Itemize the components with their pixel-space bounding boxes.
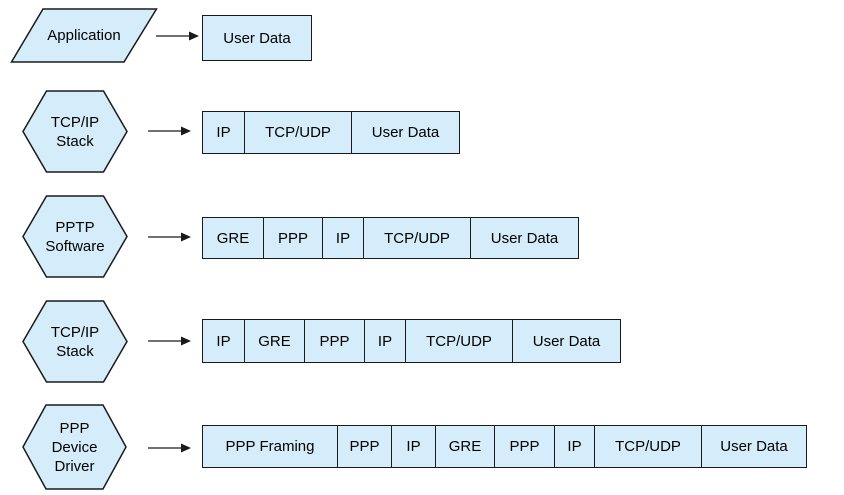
stage-label-tcpip-stack-2: TCP/IP Stack [22,300,128,383]
right-arrow-icon [148,126,191,136]
packet-strip-tcpip-1: IP TCP/UDP User Data [202,111,460,154]
packet-cell: PPP Framing [203,426,337,467]
pptp-software-hexagon-shape [22,195,128,278]
packet-cell: IP [322,218,363,258]
stage-label-line: Stack [56,132,94,150]
packet-cell: TCP/UDP [363,218,470,258]
packet-cell: User Data [701,426,806,467]
stage-label-line: Software [45,237,105,255]
stage-label-application: Application [10,8,158,63]
stage-label-line: PPTP [55,218,95,236]
packet-cell: TCP/UDP [244,112,351,153]
stage-label-line: Driver [54,457,95,475]
packet-cell: IP [203,320,244,362]
packet-cell: IP [391,426,435,467]
application-parallelogram-shape [10,8,158,63]
packet-cell: TCP/UDP [405,320,512,362]
right-arrow-icon [156,31,199,41]
tcpip-stack-hexagon-shape [22,90,128,173]
packet-cell: User Data [203,16,311,60]
packet-cell: GRE [435,426,494,467]
packet-strip-ppp-driver: PPP Framing PPP IP GRE PPP IP TCP/UDP Us… [202,425,807,468]
packet-cell: TCP/UDP [594,426,701,467]
stage-label-line: TCP/IP [50,323,100,341]
stage-label-line: Stack [56,342,94,360]
packet-cell: PPP [304,320,364,362]
packet-strip-pptp: GRE PPP IP TCP/UDP User Data [202,217,579,259]
stage-label-ppp-device-driver: PPP Device Driver [22,404,127,490]
packet-cell: PPP [263,218,322,258]
right-arrow-icon [148,443,191,453]
stage-label-pptp-software: PPTP Software [22,195,128,278]
packet-cell: PPP [494,426,554,467]
packet-strip-application: User Data [202,15,312,61]
packet-cell: IP [554,426,594,467]
stage-label-line: TCP/IP [50,113,100,131]
packet-cell: User Data [470,218,578,258]
tcpip-stack-hexagon-shape [22,300,128,383]
stage-label-tcpip-stack-1: TCP/IP Stack [22,90,128,173]
packet-cell: PPP [337,426,391,467]
stage-label-line: Application [47,27,121,44]
packet-cell: GRE [203,218,263,258]
stage-label-line: PPP [59,419,90,437]
packet-cell: User Data [351,112,459,153]
stage-label-line: Device [51,438,98,456]
packet-cell: User Data [512,320,620,362]
ppp-device-driver-hexagon-shape [22,404,127,490]
right-arrow-icon [148,336,191,346]
packet-cell: GRE [244,320,304,362]
packet-cell: IP [203,112,244,153]
right-arrow-icon [148,232,191,242]
packet-strip-tcpip-2: IP GRE PPP IP TCP/UDP User Data [202,319,621,363]
packet-cell: IP [364,320,405,362]
